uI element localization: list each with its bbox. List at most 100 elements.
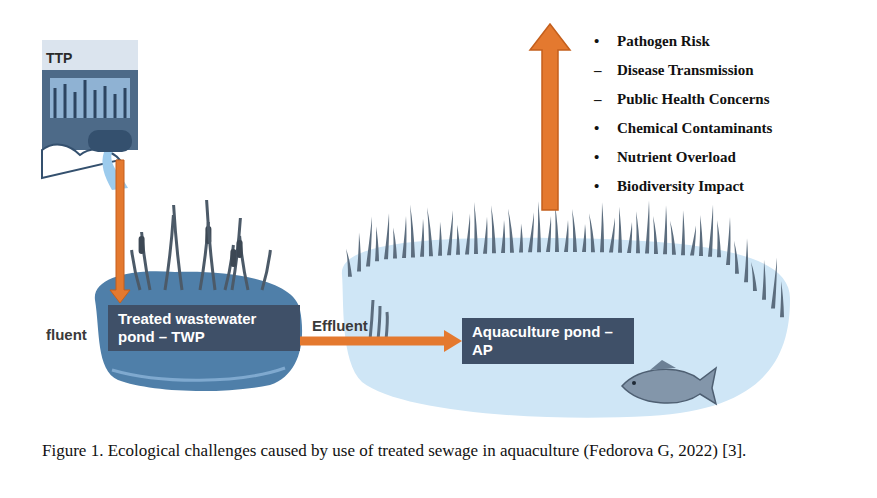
inflow-arrow — [110, 160, 130, 303]
reed — [618, 207, 622, 253]
output-arrow — [530, 24, 570, 210]
reed — [384, 213, 389, 259]
reed — [744, 238, 748, 282]
inflow-arrow — [110, 160, 130, 303]
reed — [681, 210, 685, 255]
cattail-stem — [174, 205, 182, 290]
reed — [600, 202, 604, 252]
aquaculture-pond — [342, 238, 790, 418]
reed — [708, 205, 713, 257]
reed — [537, 201, 541, 252]
treated-pond — [112, 368, 285, 380]
reed — [564, 220, 569, 252]
reed — [474, 202, 478, 254]
reed — [717, 220, 721, 257]
reed — [357, 233, 361, 272]
pond-label-box: Treated wastewater pond – TWP — [108, 305, 300, 351]
reed — [346, 249, 352, 277]
reed — [572, 209, 577, 252]
reed — [582, 224, 586, 252]
node-text: Treated wastewater pond – TWP — [118, 310, 290, 346]
bullet: – — [594, 62, 602, 79]
output-arrow — [530, 24, 570, 210]
reed — [410, 204, 415, 257]
reed — [663, 205, 667, 254]
reed — [653, 216, 658, 254]
fish — [622, 368, 716, 404]
treatment-plant — [55, 80, 125, 118]
reed — [366, 216, 372, 266]
cattail-stem — [165, 215, 173, 290]
cattail-head — [139, 236, 145, 254]
node-text: Aquaculture pond – AP — [472, 323, 624, 359]
reed — [508, 209, 514, 253]
reed — [751, 262, 757, 291]
reed — [645, 201, 650, 254]
impact-item: Nutrient Overload — [617, 149, 736, 166]
bullet: • — [594, 33, 599, 50]
cattail-head — [230, 249, 236, 267]
reed — [726, 217, 731, 265]
reed — [699, 215, 703, 256]
reed — [420, 219, 424, 257]
fish — [632, 381, 636, 385]
plant-sign: TTP — [46, 50, 72, 66]
reed — [370, 300, 373, 340]
treated-pond — [95, 271, 302, 391]
reed — [456, 225, 460, 255]
reed — [386, 312, 387, 340]
impact-item: Disease Transmission — [617, 62, 754, 79]
impact-item: Biodiversity Impact — [617, 178, 744, 195]
flow-label: fluent — [46, 326, 87, 343]
bullet: • — [594, 178, 599, 195]
reed — [609, 217, 615, 252]
reed — [427, 207, 433, 256]
edge-label: Effluent — [312, 317, 368, 334]
bullet: • — [594, 120, 599, 137]
cattails — [132, 200, 271, 290]
treatment-plant — [42, 40, 138, 70]
figure-caption: Figure 1. Ecological challenges caused b… — [42, 441, 832, 461]
reed — [627, 222, 632, 253]
bullet: – — [594, 91, 602, 108]
fish — [650, 360, 676, 370]
fish — [622, 360, 716, 404]
reed — [375, 226, 379, 261]
impact-item: Public Health Concerns — [617, 91, 770, 108]
reed — [589, 213, 595, 252]
treatment-plant — [88, 130, 132, 152]
reed — [501, 220, 505, 253]
reed — [528, 212, 534, 252]
treatment-plant — [50, 78, 130, 118]
arrow-shaft — [300, 337, 446, 346]
cattail-stem — [207, 200, 215, 290]
reed — [378, 306, 380, 340]
reed — [555, 205, 559, 252]
cattail-stem — [262, 250, 270, 290]
aquaculture-pond — [342, 238, 790, 418]
reed — [670, 221, 676, 255]
reed — [636, 211, 640, 253]
impact-item: Chemical Contaminants — [617, 120, 772, 137]
bullet: • — [594, 149, 599, 166]
cattail-stem — [132, 250, 140, 290]
arrow-head — [444, 330, 462, 352]
cattail-head — [237, 240, 243, 258]
reed — [771, 258, 777, 309]
reed — [465, 213, 470, 254]
impact-item: Pathogen Risk — [617, 33, 710, 50]
reed — [402, 216, 407, 258]
reed — [519, 224, 523, 253]
reed — [438, 222, 442, 256]
reed — [734, 241, 739, 274]
reed — [762, 260, 766, 300]
pond-label-box: Aquaculture pond – AP — [462, 318, 634, 364]
reed — [447, 210, 453, 255]
reed — [491, 205, 496, 253]
reed — [546, 216, 551, 252]
reed — [393, 228, 397, 259]
treated-pond — [95, 271, 302, 391]
reed — [690, 226, 696, 256]
reed — [780, 281, 784, 317]
reed — [483, 217, 488, 254]
